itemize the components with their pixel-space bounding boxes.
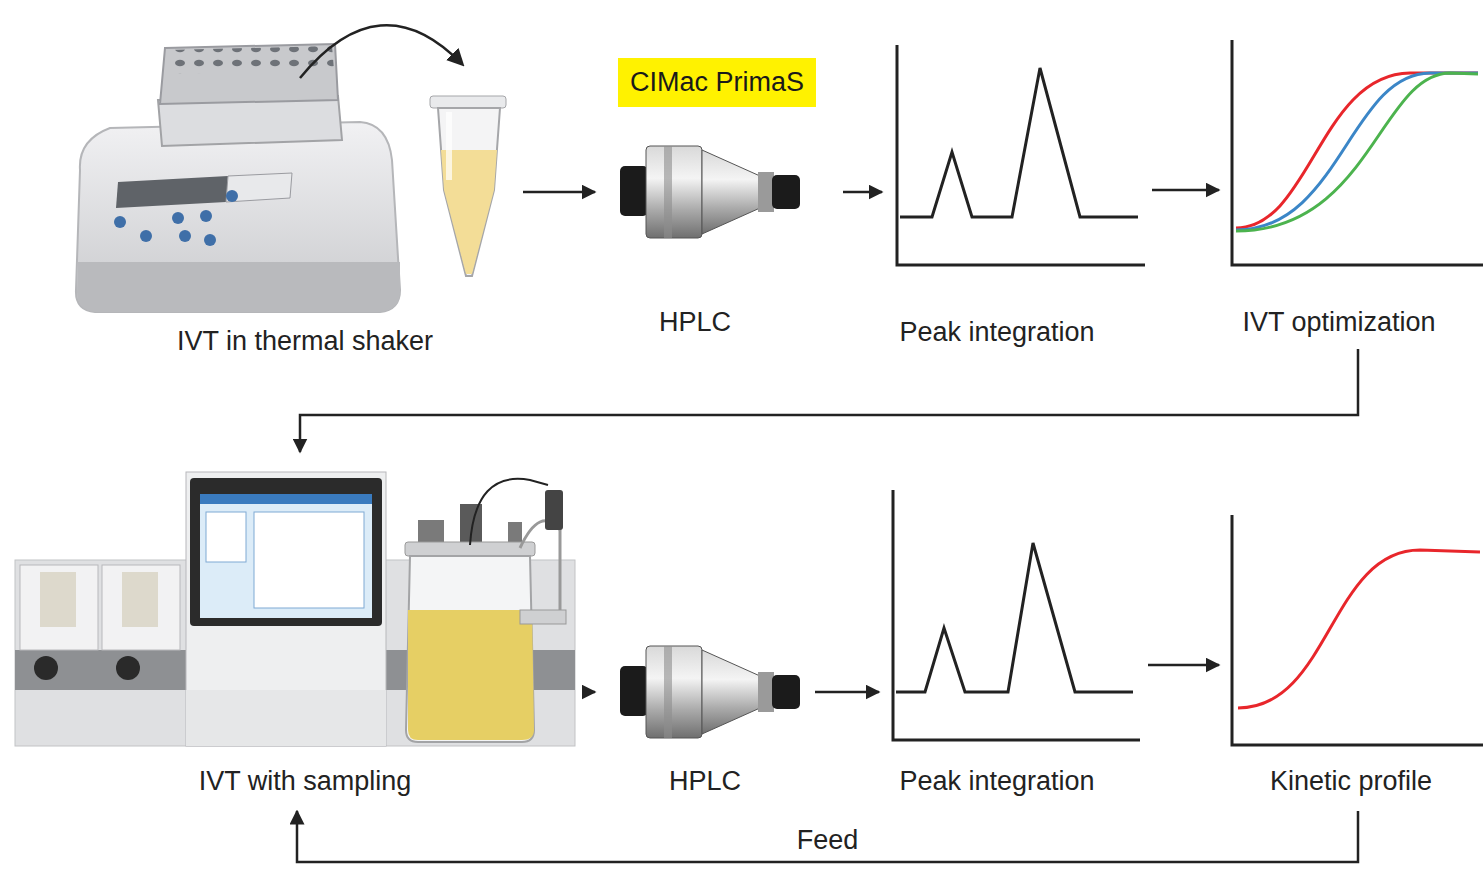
chromatogram (893, 490, 1140, 740)
kinetic-chart (1232, 515, 1483, 745)
flow-arrow (1152, 189, 1219, 192)
thermal-shaker (226, 173, 292, 202)
thermal-shaker (226, 190, 238, 202)
stage-caption: IVT optimization (1242, 307, 1435, 338)
thermal-shaker (204, 234, 216, 246)
bioreactor (200, 494, 372, 504)
chromatogram (897, 45, 1145, 265)
bioreactor (102, 565, 180, 650)
bioreactor (116, 656, 140, 680)
bioreactor (254, 512, 364, 608)
thermal-shaker (77, 262, 400, 312)
stage-caption: IVT with sampling (199, 766, 412, 797)
stage-caption: Kinetic profile (1270, 766, 1432, 797)
culture-vessel (520, 521, 560, 620)
bioreactor (190, 478, 382, 626)
illustration (620, 146, 800, 238)
bioreactor (186, 690, 386, 746)
thermal-shaker (200, 210, 212, 222)
culture-vessel (508, 522, 522, 542)
thermal-shaker (300, 25, 462, 78)
sigmoid-chart (1236, 73, 1478, 228)
sample-tube (430, 96, 506, 108)
flow-arrow (815, 691, 879, 694)
chromatogram (896, 543, 1133, 692)
chromatogram (897, 45, 1145, 265)
sample-tube (438, 108, 500, 276)
bioreactor (40, 572, 76, 627)
culture-vessel (408, 610, 534, 740)
bioreactor (200, 494, 372, 618)
culture-vessel (545, 490, 563, 530)
stage-caption: Peak integration (899, 317, 1094, 348)
flow-arrow (1148, 664, 1219, 667)
chromatogram (893, 490, 1140, 740)
illustration (620, 646, 800, 738)
culture-vessel (470, 479, 548, 545)
product-label: CIMac PrimaS (618, 58, 816, 107)
bioreactor (206, 512, 246, 562)
stage-optimization: IVT optimization (1222, 34, 1480, 346)
stage-peaks: Peak integration (885, 38, 1149, 356)
flow-arrow (523, 191, 595, 194)
flow-arrow (297, 811, 1358, 862)
stage-bioreactor: IVT with sampling (10, 455, 580, 808)
thermal-shaker (172, 212, 184, 224)
kinetic-chart (1238, 550, 1480, 708)
sigmoid-chart (1236, 73, 1478, 230)
bioreactor (15, 472, 575, 746)
thermal-shaker (116, 176, 228, 208)
culture-vessel (406, 556, 534, 742)
sigmoid-chart (1232, 40, 1483, 265)
thermal-shaker (114, 216, 126, 228)
thermal-shaker (76, 122, 400, 312)
kinetic-chart (1232, 515, 1483, 745)
thermal-shaker (166, 46, 334, 74)
sample-tube (430, 96, 506, 276)
culture-vessel (418, 520, 444, 542)
culture-vessel (520, 610, 566, 624)
stage-shaker: IVT in thermal shaker (10, 5, 520, 367)
flow-arrow (843, 191, 882, 194)
thermal-shaker (179, 230, 191, 242)
flow-arrow (583, 691, 595, 694)
stage-caption: HPLC (659, 307, 731, 338)
bioreactor (20, 565, 98, 650)
bioreactor (122, 572, 158, 627)
culture-vessel (405, 479, 566, 742)
stage-kinetics: Kinetic profile (1222, 508, 1480, 808)
stage-hplc: HPLC (598, 635, 812, 808)
sample-tube (446, 112, 452, 180)
stage-caption: HPLC (669, 766, 741, 797)
stage-caption: IVT in thermal shaker (177, 326, 433, 357)
chromatogram (900, 68, 1138, 217)
bioreactor (34, 656, 58, 680)
thermal-shaker (160, 44, 338, 104)
sigmoid-chart (1232, 40, 1483, 265)
bioreactor (186, 472, 386, 746)
edge-label: Feed (793, 825, 863, 856)
sigmoid-chart (1236, 73, 1478, 231)
stage-caption: Peak integration (899, 766, 1094, 797)
flow-arrow (300, 349, 1358, 452)
thermal-shaker (140, 230, 152, 242)
stage-peaks: Peak integration (882, 484, 1145, 808)
stage-hplc: CIMac PrimaS HPLC (598, 55, 840, 347)
thermal-shaker (76, 25, 462, 312)
